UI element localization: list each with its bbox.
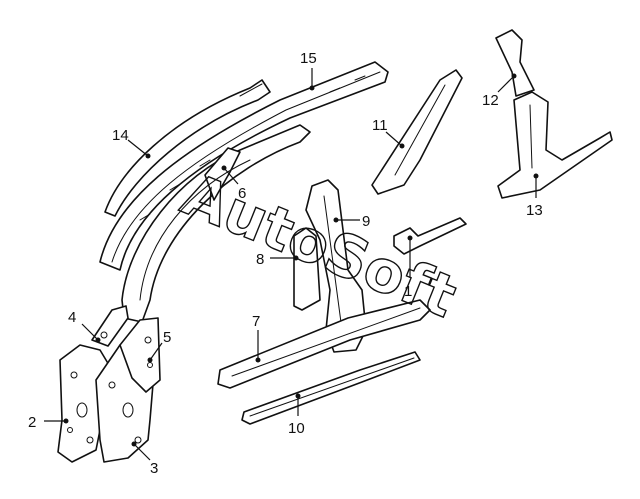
part-12-upper-pillar	[495, 29, 535, 97]
part-13-b-pillar-rocker	[497, 91, 613, 199]
callout-label: 3	[150, 460, 158, 477]
callout-label: 14	[112, 127, 129, 144]
callout-label: 9	[362, 213, 370, 230]
callout-1: 1	[404, 235, 413, 300]
part-7-sill-panel	[217, 299, 431, 389]
part-2-hinge-pillar	[57, 344, 113, 463]
callout-label: 6	[238, 185, 246, 202]
callout-label: 11	[372, 117, 388, 134]
callout-label: 15	[300, 50, 317, 67]
callout-14: 14	[112, 127, 151, 159]
callout-5: 5	[147, 329, 171, 363]
callout-7: 7	[252, 313, 261, 363]
part-5-reinforcement	[119, 317, 161, 393]
callout-6: 6	[221, 165, 246, 202]
callout-2: 2	[28, 414, 69, 431]
part-8-pillar-inner	[293, 227, 321, 311]
part-15-roof-side-rail	[99, 61, 389, 271]
callout-label: 8	[256, 251, 264, 268]
part-4-bracket	[91, 305, 129, 347]
callout-label: 4	[68, 309, 76, 326]
part-9-b-pillar	[305, 179, 367, 353]
callout-11: 11	[372, 117, 405, 149]
part-6-a-pillar	[121, 124, 311, 323]
callout-label: 10	[288, 420, 305, 437]
callout-label: 5	[163, 329, 171, 346]
callout-10: 10	[288, 393, 305, 437]
callout-12: 12	[482, 73, 517, 109]
callout-15: 15	[300, 50, 317, 91]
callout-4: 4	[68, 309, 101, 343]
callout-9: 9	[333, 213, 370, 230]
callout-label: 2	[28, 414, 36, 431]
callout-3: 3	[131, 441, 158, 477]
callout-label: 1	[404, 283, 412, 300]
callout-label: 13	[526, 202, 543, 219]
callout-13: 13	[526, 173, 543, 219]
part-10-rocker-panel	[241, 351, 421, 425]
part-14-roof-rail-strip	[104, 79, 271, 217]
callout-label: 12	[482, 92, 499, 109]
part-1-bracket	[393, 217, 467, 255]
callout-label: 7	[252, 313, 260, 330]
callout-8: 8	[256, 251, 299, 268]
part-11-pillar-panel	[371, 69, 463, 195]
